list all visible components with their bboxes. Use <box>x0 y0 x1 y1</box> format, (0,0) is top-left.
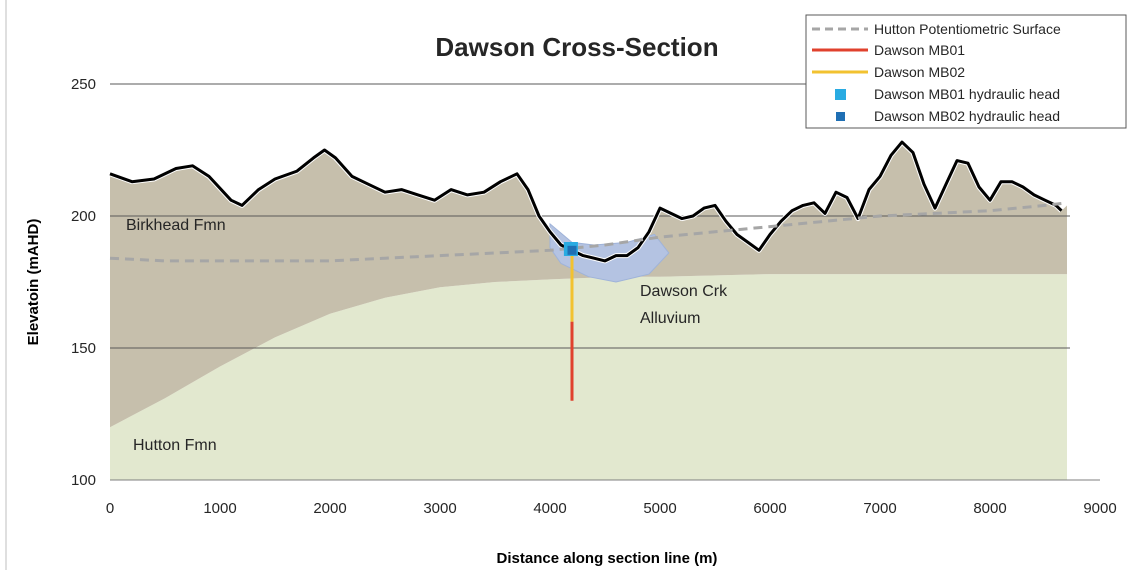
hutton-label: Hutton Fmn <box>133 437 217 454</box>
legend-label-mb02: Dawson MB02 <box>874 64 965 80</box>
x-tick-label: 7000 <box>863 500 896 517</box>
y-tick-label: 250 <box>71 76 96 93</box>
y-tick-label: 100 <box>71 472 96 489</box>
legend-label-mb02-head: Dawson MB02 hydraulic head <box>874 108 1060 124</box>
x-tick-label: 6000 <box>753 500 786 517</box>
alluvium-label-line2: Alluvium <box>640 310 700 327</box>
x-tick-label: 1000 <box>203 500 236 517</box>
legend-swatch-mb01-head <box>835 89 846 100</box>
legend-label-mb01: Dawson MB01 <box>874 42 965 58</box>
chart-title: Dawson Cross-Section <box>435 32 718 62</box>
potentiometric-surface-line <box>109 201 1068 263</box>
legend-label-potentiometric: Hutton Potentiometric Surface <box>874 21 1061 37</box>
x-tick-label: 2000 <box>313 500 346 517</box>
ground-surface-line <box>109 140 1063 263</box>
hutton-formation <box>110 274 1067 480</box>
x-tick-label: 4000 <box>533 500 566 517</box>
x-tick-label: 0 <box>106 500 114 517</box>
legend-label-mb01-head: Dawson MB01 hydraulic head <box>874 86 1060 102</box>
mb02-hydraulic-head-marker <box>567 245 577 255</box>
y-tick-label: 150 <box>71 340 96 357</box>
y-axis-label: Elevatoin (mAHD) <box>25 219 42 346</box>
x-tick-label: 8000 <box>973 500 1006 517</box>
alluvium-label-line1: Dawson Crk <box>640 283 728 300</box>
alluvium-lens <box>549 222 670 283</box>
x-tick-label: 3000 <box>423 500 456 517</box>
legend: Hutton Potentiometric Surface Dawson MB0… <box>805 14 1127 129</box>
y-tick-label: 200 <box>71 208 96 225</box>
x-tick-label: 9000 <box>1083 500 1116 517</box>
x-tick-label: 5000 <box>643 500 676 517</box>
axis-ticks: 0 1000 2000 3000 4000 5000 6000 7000 8000 9000 100… <box>71 76 1117 517</box>
series-layer <box>109 139 1068 401</box>
x-axis-label: Distance along section line (m) <box>497 550 718 567</box>
legend-swatch-mb02-head <box>836 112 845 121</box>
birkhead-label: Birkhead Fmn <box>126 217 226 234</box>
